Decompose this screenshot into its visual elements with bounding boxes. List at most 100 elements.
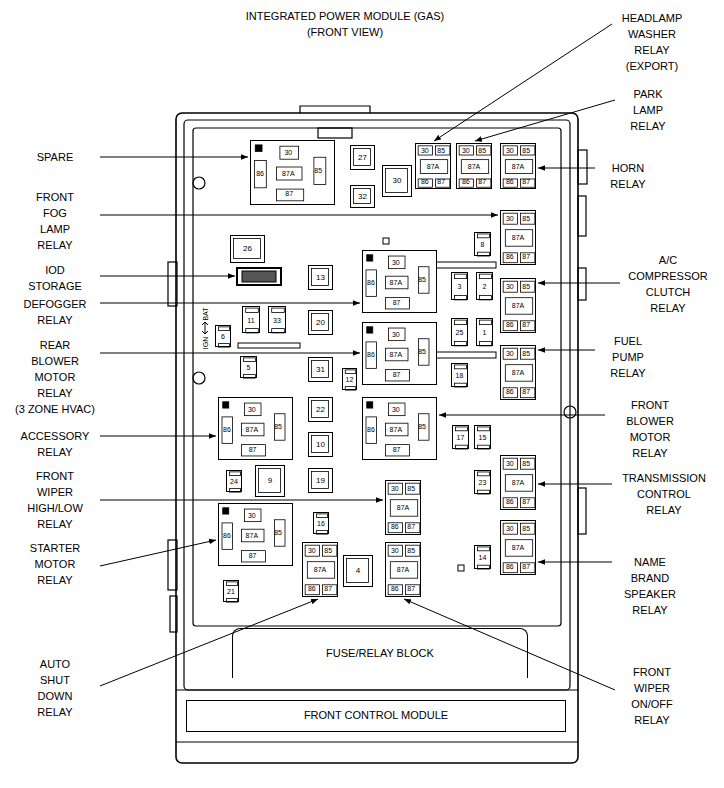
- fuse-number: 8: [481, 241, 485, 248]
- pin-outline: [520, 458, 534, 469]
- pin-outline: [245, 403, 262, 416]
- relay-mini: 308587A8687: [415, 143, 451, 189]
- pin-outline: [388, 585, 402, 595]
- terminal-number: 30: [391, 547, 399, 554]
- pin-outline: [245, 509, 262, 522]
- terminal-number: 30: [391, 485, 399, 492]
- pin-outline: [312, 361, 329, 378]
- fuse-mini: 1: [476, 318, 493, 346]
- terminal-number: 87: [393, 298, 401, 305]
- pin-outline: [223, 402, 229, 408]
- fuse-mini: 14: [474, 545, 491, 569]
- pin-outline: [478, 565, 490, 569]
- terminal-number: 87: [478, 178, 486, 185]
- pin-outline: [476, 146, 490, 155]
- fuse-mini: 25: [451, 318, 468, 346]
- callout-label: IOD STORAGE: [28, 262, 82, 294]
- pin-outline: [503, 458, 517, 469]
- terminal-number: 87A: [314, 565, 326, 572]
- leader-line: [538, 283, 620, 284]
- callout-label: STARTER MOTOR RELAY: [30, 540, 80, 588]
- pin-outline: [503, 281, 517, 292]
- terminal-number: 87: [285, 190, 293, 197]
- relay-mini: 308587A8687: [302, 542, 338, 597]
- terminal-number: 87A: [512, 543, 524, 550]
- pin-outline: [405, 523, 419, 533]
- leader-line: [100, 599, 318, 686]
- fuse-maxi: 26: [230, 235, 265, 263]
- terminal-number: 85: [407, 547, 415, 554]
- fuse-mini: 17: [452, 425, 469, 449]
- fuse-mini: 5: [240, 356, 257, 378]
- leader-line: [538, 562, 612, 563]
- fuse-number: 17: [457, 434, 465, 441]
- pin-outline: [305, 585, 319, 595]
- terminal-number: 87A: [512, 368, 524, 375]
- pin-outline: [226, 582, 237, 586]
- pin-outline: [242, 445, 266, 456]
- relay-mini: 308587A8687: [500, 210, 536, 265]
- fuse-number: 27: [358, 154, 367, 162]
- terminal-number: 86: [223, 426, 231, 433]
- fuse-number: 19: [316, 477, 325, 485]
- terminal-number: 86: [391, 585, 399, 592]
- callout-label: FRONT WIPER ON/OFF RELAY: [631, 664, 673, 728]
- pin-outline: [503, 253, 517, 263]
- terminal-number: 30: [506, 525, 514, 532]
- pin-outline: [386, 169, 408, 193]
- pin-outline: [405, 585, 419, 595]
- terminal-number: 30: [506, 283, 514, 290]
- leader-line: [100, 500, 383, 501]
- terminal-number: 87: [522, 178, 530, 185]
- fuse-number: 23: [479, 479, 487, 486]
- pin-outline: [520, 321, 534, 331]
- pin-outline: [354, 189, 371, 204]
- pin-outline: [345, 370, 356, 374]
- pin-outline: [478, 547, 490, 551]
- relay-mini: 308587A8687: [456, 143, 492, 189]
- pin-outline: [503, 523, 517, 534]
- callout-label: DEFOGGER RELAY: [24, 296, 87, 328]
- pin-outline: [505, 475, 532, 492]
- fuse-mini: 21: [223, 580, 239, 602]
- fuse-maxi: 27: [350, 145, 375, 170]
- terminal-number: 86: [506, 563, 514, 570]
- pin-outline: [390, 500, 417, 517]
- fuse-number: 14: [479, 554, 487, 561]
- terminal-number: 87A: [512, 233, 524, 240]
- pin-outline: [347, 559, 369, 583]
- pin-outline: [455, 365, 467, 369]
- terminal-marking: BAT: [202, 307, 209, 320]
- pin-outline: [478, 472, 490, 476]
- fuse-number: 24: [230, 478, 238, 485]
- terminal-number: 85: [522, 350, 530, 357]
- terminal-number: 30: [506, 215, 514, 222]
- pin-outline: [480, 320, 492, 324]
- terminal-number: 87: [393, 445, 401, 452]
- pin-outline: [461, 160, 488, 174]
- fuse-mini: 24: [226, 470, 242, 492]
- fuse-maxi: 22: [308, 397, 333, 422]
- pin-outline: [389, 256, 406, 269]
- fuse-number: 4: [356, 567, 360, 575]
- terminal-number: 86: [367, 351, 375, 358]
- pin-outline: [455, 274, 467, 278]
- fuse-number: 1: [483, 329, 487, 336]
- pin-outline: [312, 472, 329, 489]
- callout-label: A/C COMPRESSOR CLUTCH RELAY: [628, 252, 707, 316]
- pin-outline: [389, 403, 406, 416]
- fuse-number: 25: [456, 329, 464, 336]
- pin-outline: [503, 388, 517, 398]
- relay-large: 308687A8587: [218, 397, 293, 460]
- terminal-number: 30: [462, 147, 470, 154]
- terminal-number: 85: [324, 547, 332, 554]
- pin-outline: [277, 167, 303, 180]
- terminal-number: 87A: [397, 503, 409, 510]
- callout-label: PARK LAMP RELAY: [630, 86, 665, 134]
- terminal-number: 85: [437, 147, 445, 154]
- terminal-number: 86: [462, 178, 470, 185]
- fuse-number: 21: [227, 588, 235, 595]
- fuse-mini: 23: [474, 470, 491, 494]
- fuse-number: 31: [316, 366, 325, 374]
- relay-mini: 308587A8687: [500, 345, 536, 400]
